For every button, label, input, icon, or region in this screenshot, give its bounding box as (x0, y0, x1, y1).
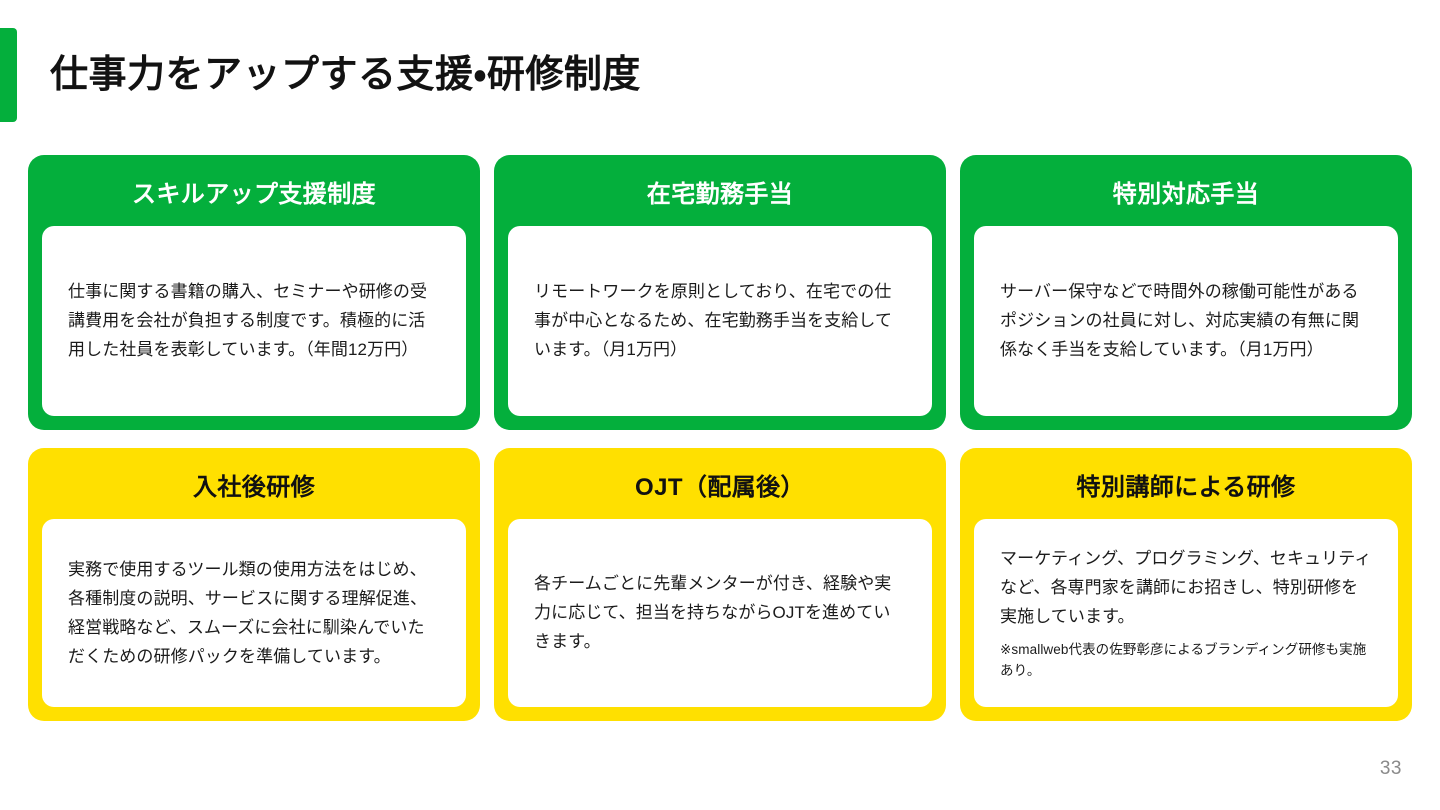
card-ojt: OJT（配属後） 各チームごとに先輩メンターが付き、経験や実力に応じて、担当を持… (494, 448, 946, 721)
card-skill-up-support: スキルアップ支援制度 仕事に関する書籍の購入、セミナーや研修の受講費用を会社が負… (28, 155, 480, 430)
card-body: 各チームごとに先輩メンターが付き、経験や実力に応じて、担当を持ちながらOJTを進… (508, 518, 932, 707)
card-body-text: 実務で使用するツール類の使用方法をはじめ、各種制度の説明、サービスに関する理解促… (68, 559, 428, 666)
title-accent-bar (0, 28, 17, 122)
card-note: ※smallweb代表の佐野彰彦によるブランディング研修も実施あり。 (1000, 642, 1367, 679)
card-body: マーケティング、プログラミング、セキュリティなど、各専門家を講師にお招きし、特別… (974, 518, 1398, 707)
card-body-text: リモートワークを原則としており、在宅での仕事が中心となるため、在宅勤務手当を支給… (534, 282, 893, 360)
card-remote-work-allowance: 在宅勤務手当 リモートワークを原則としており、在宅での仕事が中心となるため、在宅… (494, 155, 946, 430)
card-heading: スキルアップ支援制度 (132, 181, 376, 208)
page-title: 仕事力をアップする支援・研修制度 (50, 54, 641, 97)
card-body-text: 各チームごとに先輩メンターが付き、経験や実力に応じて、担当を持ちながらOJTを進… (534, 574, 892, 652)
card-heading: 特別対応手当 (1112, 181, 1260, 208)
card-body: 仕事に関する書籍の購入、セミナーや研修の受講費用を会社が負担する制度です。積極的… (42, 225, 466, 416)
card-heading: 特別講師による研修 (1076, 474, 1296, 501)
card-body-text: サーバー保守などで時間外の稼働可能性があるポジションの社員に対し、対応実績の有無… (1000, 282, 1360, 360)
card-special-response-allowance: 特別対応手当 サーバー保守などで時間外の稼働可能性があるポジションの社員に対し、… (960, 155, 1412, 430)
card-special-instructor-training: 特別講師による研修 マーケティング、プログラミング、セキュリティなど、各専門家を… (960, 448, 1412, 721)
card-heading: 在宅勤務手当 (646, 181, 794, 208)
card-post-onboarding-training: 入社後研修 実務で使用するツール類の使用方法をはじめ、各種制度の説明、サービスに… (28, 448, 480, 721)
card-body: サーバー保守などで時間外の稼働可能性があるポジションの社員に対し、対応実績の有無… (974, 225, 1398, 416)
card-body-text: マーケティング、プログラミング、セキュリティなど、各専門家を講師にお招きし、特別… (1000, 549, 1372, 627)
card-grid: スキルアップ支援制度 仕事に関する書籍の購入、セミナーや研修の受講費用を会社が負… (28, 155, 1412, 721)
slide-title-block: 仕事力をアップする支援・研修制度 (0, 28, 1440, 124)
card-body: リモートワークを原則としており、在宅での仕事が中心となるため、在宅勤務手当を支給… (508, 225, 932, 416)
page-number: 33 (1379, 758, 1402, 779)
card-heading: OJT（配属後） (635, 474, 805, 501)
card-heading: 入社後研修 (193, 474, 315, 501)
card-body: 実務で使用するツール類の使用方法をはじめ、各種制度の説明、サービスに関する理解促… (42, 518, 466, 707)
card-body-text: 仕事に関する書籍の購入、セミナーや研修の受講費用を会社が負担する制度です。積極的… (68, 282, 428, 360)
